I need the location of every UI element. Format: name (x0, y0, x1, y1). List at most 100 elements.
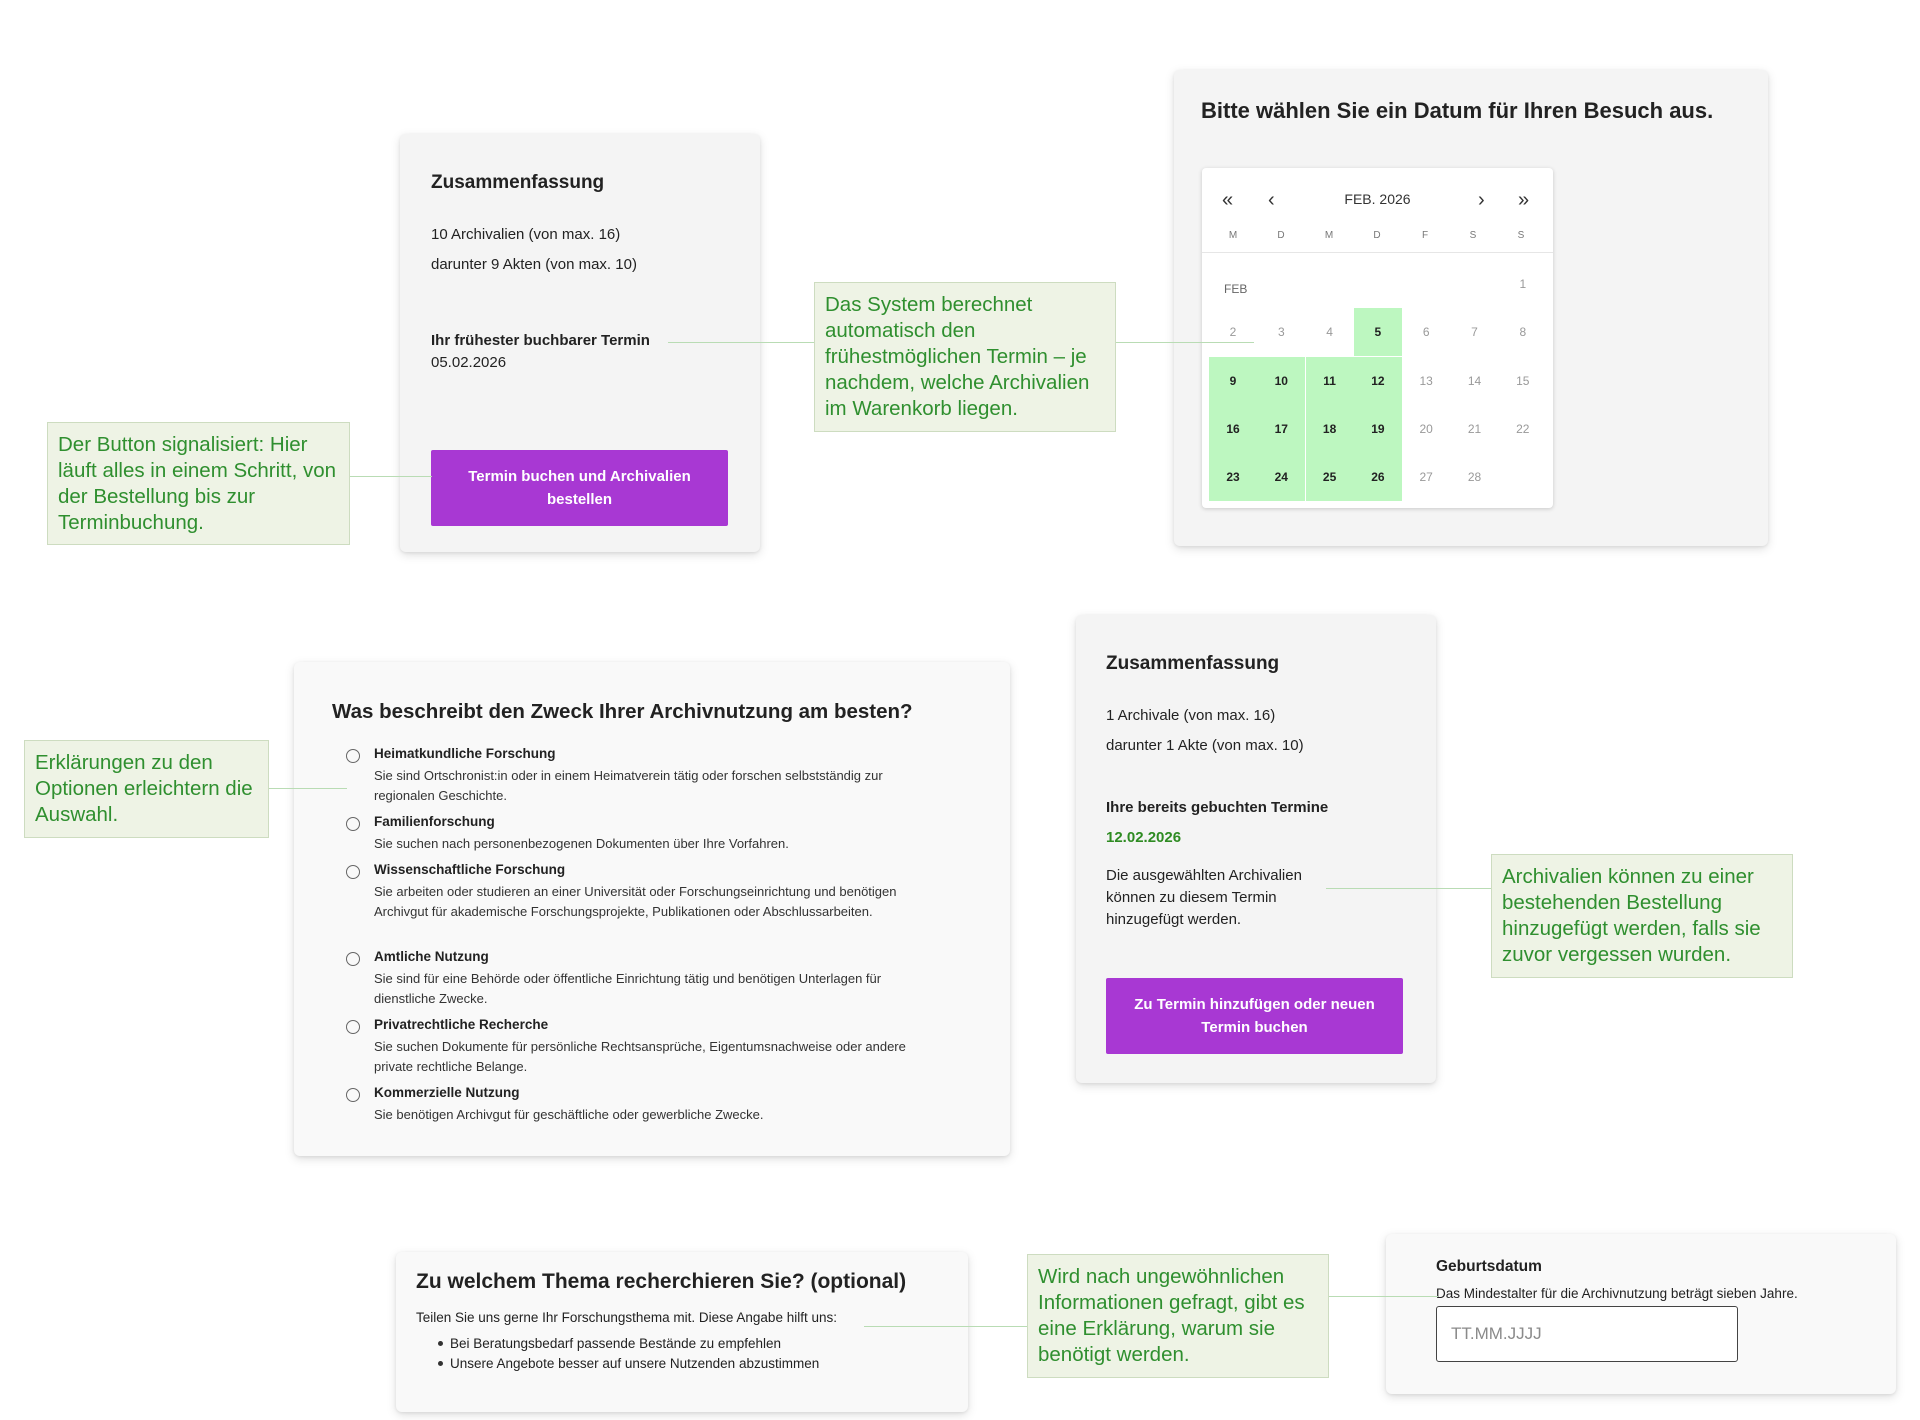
note-button: Der Button signalisiert: Hier läuft alle… (47, 422, 350, 545)
calendar-day-available[interactable]: 11 (1305, 356, 1354, 405)
booked-appointment-date: 12.02.2026 (1106, 829, 1182, 846)
prev-month-icon[interactable]: ‹ (1268, 189, 1275, 211)
weekday-label: S (1517, 230, 1525, 241)
book-and-order-button[interactable]: Termin buchen und Archivalien bestellen (431, 450, 728, 526)
calendar-day: 15 (1516, 373, 1530, 388)
calendar-day: 8 (1519, 325, 1527, 340)
add-to-appointment-info: Die ausgewählten Archivalien können zu d… (1106, 867, 1302, 928)
note-existing-order: Archivalien können zu einer bestehenden … (1491, 854, 1793, 978)
radio-button[interactable] (346, 817, 360, 831)
summary-akten-count: darunter 9 Akten (von max. 10) (431, 256, 637, 273)
research-topic-bullet: Unsere Angebote besser auf unsere Nutzen… (450, 1356, 820, 1371)
birthdate-card: Geburtsdatum Das Mindestalter für die Ar… (1386, 1234, 1896, 1394)
weekday-label: F (1421, 230, 1429, 241)
radio-button[interactable] (346, 865, 360, 879)
summary-archivalien-count: 10 Archivalien (von max. 16) (431, 226, 621, 243)
calendar-day-available[interactable]: 10 (1257, 356, 1306, 405)
calendar-day-available[interactable]: 16 (1209, 404, 1257, 453)
note-connector (350, 476, 432, 477)
option-title: Amtliche Nutzung (374, 949, 489, 964)
radio-button[interactable] (346, 1088, 360, 1102)
calendar-day: 13 (1419, 373, 1433, 388)
add-to-appointment-button[interactable]: Zu Termin hinzufügen oder neuen Termin b… (1106, 978, 1403, 1054)
calendar-day: 20 (1419, 421, 1433, 436)
option-description: Sie arbeiten oder studieren an einer Uni… (374, 884, 897, 919)
research-topic-intro: Teilen Sie uns gerne Ihr Forschungsthema… (416, 1310, 837, 1325)
summary-card-earliest: Zusammenfassung 10 Archivalien (von max.… (400, 134, 760, 552)
summary-archivalien-count: 1 Archivale (von max. 16) (1106, 707, 1276, 724)
summary-title: Zusammenfassung (1106, 653, 1280, 674)
calendar-day: 22 (1516, 421, 1530, 436)
note-unusual-info: Wird nach ungewöhnlichen Informationen g… (1027, 1254, 1329, 1378)
note-connector (864, 1326, 1028, 1327)
calendar-day-available[interactable]: 19 (1353, 404, 1402, 453)
note-connector (1326, 888, 1492, 889)
calendar-day: 27 (1419, 470, 1433, 485)
summary-akten-count: darunter 1 Akte (von max. 10) (1106, 737, 1304, 754)
weekday-label: S (1469, 230, 1477, 241)
research-topic-bullet: Bei Beratungsbedarf passende Bestände zu… (450, 1336, 781, 1351)
calendar-day: 4 (1326, 325, 1333, 340)
option-title: Kommerzielle Nutzung (374, 1085, 520, 1100)
prev-year-icon[interactable]: « (1222, 189, 1234, 211)
weekday-label: D (1373, 230, 1381, 241)
calendar-day-available[interactable]: 18 (1305, 404, 1354, 453)
weekday-label: M (1324, 230, 1334, 241)
note-connector (668, 342, 814, 343)
radio-button[interactable] (346, 749, 360, 763)
calendar-day: 2 (1229, 325, 1237, 340)
note-connector (1114, 342, 1254, 343)
calendar-day-available[interactable]: 25 (1305, 453, 1354, 502)
birthdate-input[interactable] (1436, 1306, 1738, 1362)
calendar-day: 14 (1467, 373, 1482, 388)
calendar-day-available[interactable]: 9 (1209, 356, 1257, 405)
next-month-icon[interactable]: › (1478, 189, 1485, 211)
option-description: Sie sind Ortschronist:in oder in einem H… (374, 768, 883, 803)
option-description: Sie suchen Dokumente für persönliche Rec… (374, 1039, 906, 1074)
birthdate-label: Geburtsdatum (1436, 1258, 1542, 1275)
calendar-month-short: FEB (1224, 282, 1248, 296)
radio-button[interactable] (346, 1020, 360, 1034)
note-system: Das System berechnet automatisch den frü… (814, 282, 1116, 432)
research-topic-title: Zu welchem Thema recherchieren Sie? (opt… (416, 1270, 907, 1293)
note-connector (1328, 1296, 1438, 1297)
earliest-date-label: Ihr frühester buchbarer Termin (431, 332, 650, 349)
option-description: Sie sind für eine Behörde oder öffentlic… (374, 971, 882, 1006)
calendar-day-available[interactable]: 12 (1353, 356, 1402, 405)
date-picker-title: Bitte wählen Sie ein Datum für Ihren Bes… (1201, 98, 1714, 123)
calendar-day-available[interactable]: 26 (1353, 453, 1402, 502)
booked-appointments-label: Ihre bereits gebuchten Termine (1106, 799, 1329, 816)
note-connector (267, 788, 347, 789)
radio-button[interactable] (346, 952, 360, 966)
calendar-day-available[interactable]: 17 (1257, 404, 1306, 453)
purpose-title: Was beschreibt den Zweck Ihrer Archivnut… (332, 700, 913, 723)
option-description: Sie benötigen Archivgut für geschäftlich… (374, 1107, 764, 1122)
calendar-day: 7 (1471, 325, 1478, 340)
option-description: Sie suchen nach personenbezogenen Dokume… (374, 836, 789, 851)
calendar-day-available[interactable]: 5 (1353, 308, 1402, 357)
purpose-card: Was beschreibt den Zweck Ihrer Archivnut… (294, 662, 1010, 1156)
calendar-day-available[interactable]: 24 (1257, 453, 1306, 502)
summary-title: Zusammenfassung (431, 172, 605, 193)
calendar-divider (1202, 252, 1553, 253)
calendar-day: 6 (1422, 325, 1430, 340)
calendar-day: 21 (1467, 421, 1482, 436)
option-title: Wissenschaftliche Forschung (374, 862, 566, 877)
bullet-dot (438, 1361, 443, 1366)
option-title: Familienforschung (374, 814, 495, 829)
weekday-label: M (1228, 230, 1238, 241)
next-year-icon[interactable]: » (1518, 189, 1530, 211)
calendar-day: 3 (1277, 325, 1285, 340)
weekday-label: D (1277, 230, 1285, 241)
bullet-dot (438, 1341, 443, 1346)
earliest-date-value: 05.02.2026 (431, 354, 507, 371)
calendar-day: 1 (1519, 277, 1527, 291)
summary-card-booked: Zusammenfassung 1 Archivale (von max. 16… (1076, 615, 1436, 1083)
research-topic-card: Zu welchem Thema recherchieren Sie? (opt… (396, 1252, 968, 1412)
option-title: Privatrechtliche Recherche (374, 1017, 549, 1032)
option-title: Heimatkundliche Forschung (374, 746, 556, 761)
calendar-day-available[interactable]: 23 (1209, 453, 1257, 502)
calendar-month-label[interactable]: FEB. 2026 (1344, 191, 1411, 207)
calendar-day: 28 (1467, 470, 1482, 485)
